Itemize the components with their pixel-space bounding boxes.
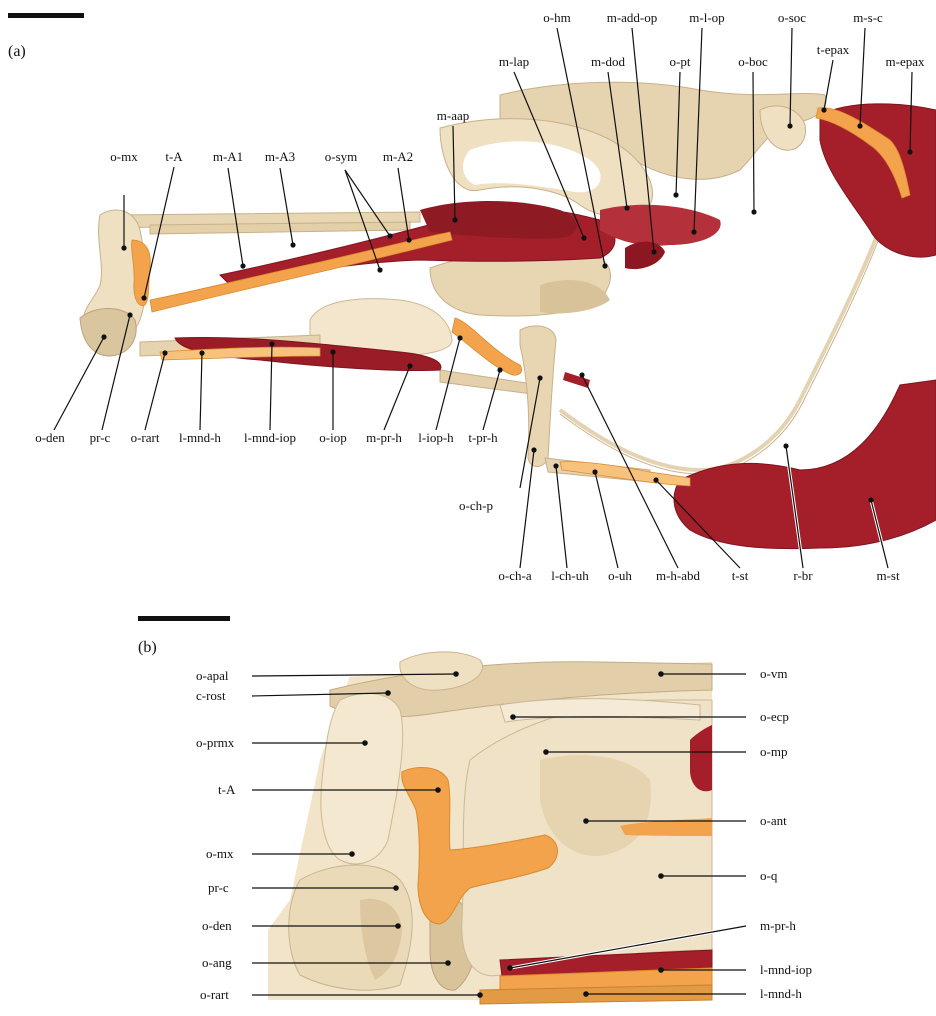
label-a-o-ch-a: o-ch-a: [498, 568, 531, 583]
label-a-o-ch-p: o-ch-p: [459, 498, 493, 513]
label-a-o-mx: o-mx: [110, 149, 138, 164]
label-b-o-prmx: o-prmx: [196, 735, 235, 750]
label-a-m-h-abd: m-h-abd: [656, 568, 701, 583]
label-b-t-A: t-A: [218, 782, 236, 797]
label-b-o-ecp: o-ecp: [760, 709, 789, 724]
label-a-m-dod: m-dod: [591, 54, 625, 69]
label-a-l-ch-uh: l-ch-uh: [551, 568, 589, 583]
label-a-m-lap: m-lap: [499, 54, 529, 69]
label-a-pr-c: pr-c: [90, 430, 111, 445]
label-a-m-A3: m-A3: [265, 149, 295, 164]
panel-a-label: (a): [8, 43, 26, 60]
label-a-m-A2: m-A2: [383, 149, 413, 164]
panel-b: (b): [138, 616, 812, 1004]
label-b-o-vm: o-vm: [760, 666, 787, 681]
label-a-m-epax: m-epax: [886, 54, 925, 69]
label-a-o-den: o-den: [35, 430, 65, 445]
label-a-m-st: m-st: [876, 568, 900, 583]
label-a-l-mnd-iop: l-mnd-iop: [244, 430, 296, 445]
label-b-o-q: o-q: [760, 868, 778, 883]
label-a-t-pr-h: t-pr-h: [468, 430, 498, 445]
label-a-r-br: r-br: [793, 568, 813, 583]
label-a-o-boc: o-boc: [738, 54, 768, 69]
label-a-m-aap: m-aap: [437, 108, 469, 123]
label-a-o-pt: o-pt: [670, 54, 691, 69]
label-a-o-uh: o-uh: [608, 568, 632, 583]
scale-bar-b: [138, 616, 230, 621]
label-a-m-s-c: m-s-c: [853, 10, 883, 25]
scale-bar-a: [8, 13, 84, 18]
label-b-o-ant: o-ant: [760, 813, 787, 828]
panel-a: (a): [8, 10, 936, 583]
label-a-o-soc: o-soc: [778, 10, 806, 25]
skeleton-b: [268, 652, 712, 1004]
label-b-pr-c: pr-c: [208, 880, 229, 895]
label-b-o-ang: o-ang: [202, 955, 232, 970]
label-b-o-apal: o-apal: [196, 668, 229, 683]
label-a-o-hm: o-hm: [543, 10, 570, 25]
label-a-o-rart: o-rart: [131, 430, 160, 445]
label-a-l-mnd-h: l-mnd-h: [179, 430, 221, 445]
label-b-l-mnd-iop: l-mnd-iop: [760, 962, 812, 977]
label-b-o-mx: o-mx: [206, 846, 234, 861]
label-b-o-den: o-den: [202, 918, 232, 933]
label-a-m-A1: m-A1: [213, 149, 243, 164]
label-a-t-A: t-A: [165, 149, 183, 164]
label-a-m-l-op: m-l-op: [689, 10, 724, 25]
panel-b-label: (b): [138, 639, 157, 656]
label-b-m-pr-h: m-pr-h: [760, 918, 796, 933]
label-a-o-iop: o-iop: [319, 430, 346, 445]
label-b-o-mp: o-mp: [760, 744, 787, 759]
label-b-c-rost: c-rost: [196, 688, 226, 703]
label-a-m-add-op: m-add-op: [607, 10, 658, 25]
label-a-t-st: t-st: [732, 568, 749, 583]
label-a-m-pr-h: m-pr-h: [366, 430, 402, 445]
label-a-o-sym: o-sym: [325, 149, 358, 164]
label-b-l-mnd-h: l-mnd-h: [760, 986, 802, 1001]
label-b-o-rart: o-rart: [200, 987, 229, 1002]
label-a-t-epax: t-epax: [817, 42, 850, 57]
label-a-l-iop-h: l-iop-h: [418, 430, 454, 445]
